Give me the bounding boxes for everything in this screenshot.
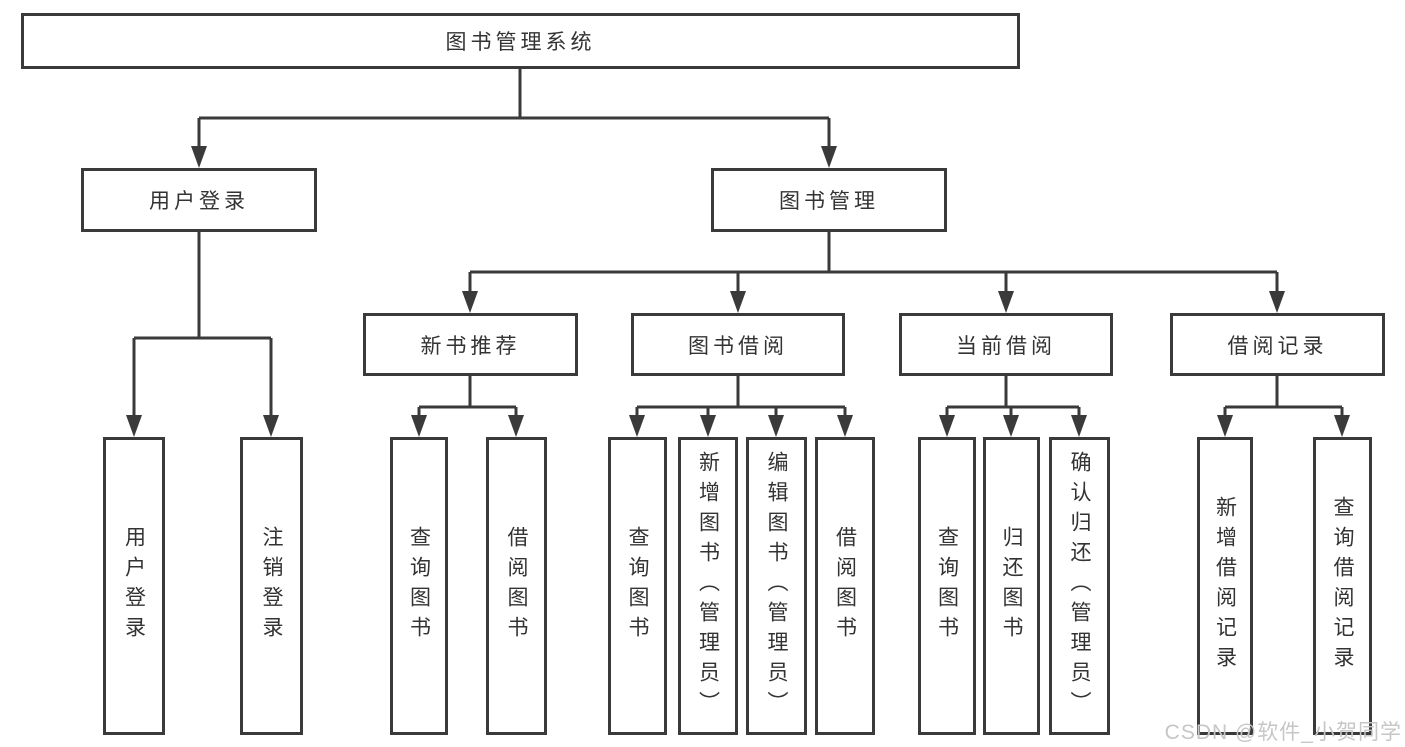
node-book-management-label: 图书管理: [779, 190, 879, 213]
node-current-borrow-label: 当前借阅: [956, 334, 1056, 358]
leaf-borrow-borrow: 借阅图书: [815, 437, 875, 735]
arrowheads: [126, 146, 1350, 437]
leaf-borrow-borrow-label: 借阅图书: [833, 526, 857, 646]
leaf-current-query: 查询图书: [918, 437, 976, 735]
leaf-newbooks-query: 查询图书: [390, 437, 448, 735]
leaf-records-add-label: 新增借阅记录: [1213, 496, 1237, 676]
node-new-book-recommend-label: 新书推荐: [420, 334, 521, 358]
leaf-borrow-edit-label: 编辑图书（管理员）: [765, 451, 788, 721]
leaf-current-query-label: 查询图书: [935, 526, 959, 646]
node-user-login-label: 用户登录: [149, 190, 249, 213]
connector-records-split: [1223, 376, 1344, 418]
leaf-current-confirm: 确认归还（管理员）: [1049, 437, 1110, 735]
node-book-borrow: 图书借阅: [631, 313, 845, 376]
leaf-borrow-query-label: 查询图书: [626, 526, 649, 646]
leaf-newbooks-query-label: 查询图书: [407, 526, 431, 646]
leaf-logout-label: 注销登录: [260, 526, 283, 646]
node-borrow-records-label: 借阅记录: [1227, 334, 1328, 358]
node-root-label: 图书管理系统: [445, 31, 596, 54]
leaf-borrow-query: 查询图书: [608, 437, 667, 735]
connector-login-split: [132, 232, 273, 418]
node-book-management: 图书管理: [711, 168, 947, 232]
connector-root-split: [197, 69, 831, 148]
leaf-user-login: 用户登录: [103, 437, 165, 735]
leaf-records-query-label: 查询借阅记录: [1331, 496, 1354, 676]
leaf-current-return-label: 归还图书: [1000, 526, 1023, 646]
leaf-current-confirm-label: 确认归还（管理员）: [1068, 451, 1091, 721]
node-borrow-records: 借阅记录: [1170, 313, 1385, 376]
leaf-newbooks-borrow-label: 借阅图书: [505, 526, 528, 646]
watermark-text: CSDN @软件_小贺同学: [1164, 721, 1402, 744]
leaf-borrow-add-label: 新增图书（管理员）: [696, 451, 720, 721]
node-current-borrow: 当前借阅: [899, 313, 1113, 376]
leaf-records-query: 查询借阅记录: [1313, 437, 1372, 735]
connector-bookmgmt-split: [468, 232, 1279, 294]
node-new-book-recommend: 新书推荐: [363, 313, 578, 376]
leaf-newbooks-borrow: 借阅图书: [486, 437, 547, 735]
node-root: 图书管理系统: [21, 13, 1020, 69]
connector-newbooks-split: [417, 376, 518, 418]
leaf-current-return: 归还图书: [983, 437, 1040, 735]
leaf-user-login-label: 用户登录: [122, 526, 146, 646]
connector-current-split: [945, 376, 1081, 418]
node-user-login: 用户登录: [81, 168, 317, 232]
node-book-borrow-label: 图书借阅: [688, 334, 788, 358]
leaf-logout: 注销登录: [240, 437, 303, 735]
leaf-records-add: 新增借阅记录: [1197, 437, 1253, 735]
connector-borrow-split: [635, 376, 847, 418]
leaf-borrow-edit: 编辑图书（管理员）: [746, 437, 807, 735]
leaf-borrow-add: 新增图书（管理员）: [678, 437, 738, 735]
